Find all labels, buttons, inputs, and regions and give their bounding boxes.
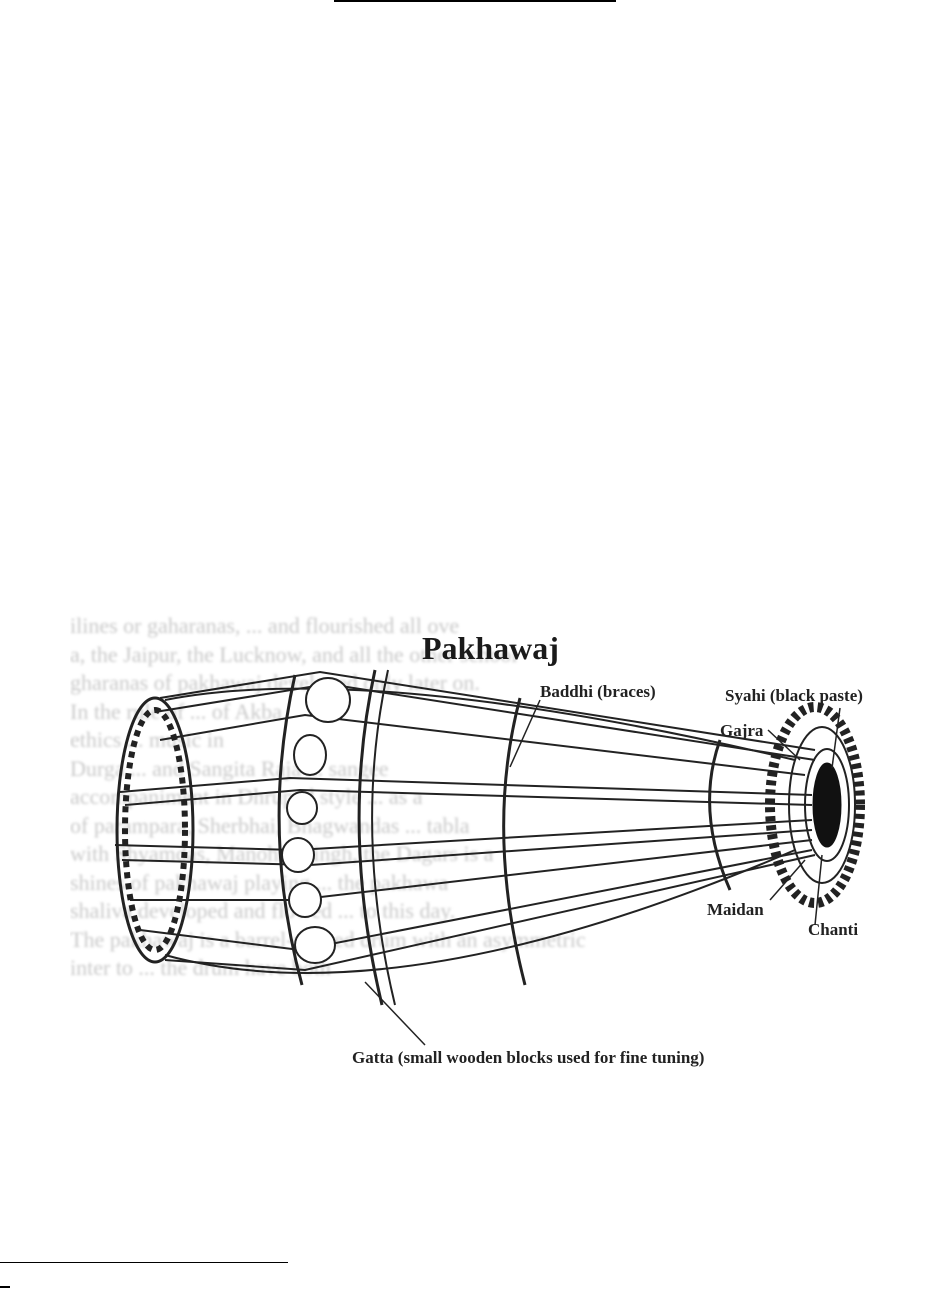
baddhi-brace [124, 788, 813, 806]
drum-body-top-edge [164, 687, 796, 761]
diagram-title: Pakhawaj [422, 630, 559, 666]
pakhawaj-figure: ilines or gaharanas, ... and flourished … [70, 600, 948, 1082]
gatta-block [293, 734, 327, 776]
baddhi-brace [119, 776, 813, 796]
drum-drawing [114, 669, 865, 1046]
leader-gajra [767, 729, 801, 761]
gatta-block [305, 677, 351, 723]
leader-maidan [769, 859, 806, 901]
gatta-block [286, 791, 318, 825]
drum-body-bottom-edge [164, 849, 796, 974]
gatta-block [288, 882, 322, 918]
top-rule [334, 0, 616, 2]
baddhi-brace [159, 713, 806, 776]
label-syahi: Syahi (black paste) [725, 686, 863, 705]
body-band [708, 739, 732, 891]
left-head-rim [122, 707, 188, 953]
label-gajra: Gajra [720, 721, 764, 740]
gatta-block [294, 926, 336, 964]
leader-syahi [831, 707, 841, 769]
left-drumhead [115, 696, 195, 964]
baddhi-brace [164, 854, 816, 972]
body-band [371, 669, 396, 1006]
right-drumhead-gajra [765, 702, 865, 908]
baddhi-brace [159, 670, 816, 751]
body-band [502, 697, 527, 986]
label-maidan: Maidan [707, 900, 764, 919]
baddhi-brace [114, 819, 813, 852]
gatta-block [281, 837, 315, 873]
label-baddhi: Baddhi (braces) [540, 682, 656, 701]
syahi-paste [812, 762, 842, 848]
body-band [357, 669, 384, 1006]
footnote-rule [0, 1262, 288, 1263]
footnote-mark [0, 1286, 10, 1288]
body-band [277, 674, 304, 986]
leader-chanti [814, 854, 823, 926]
label-gatta: Gatta (small wooden blocks used for fine… [352, 1048, 705, 1067]
leader-gatta [364, 981, 426, 1046]
label-chanti: Chanti [808, 920, 859, 939]
leader-baddhi [509, 699, 541, 768]
